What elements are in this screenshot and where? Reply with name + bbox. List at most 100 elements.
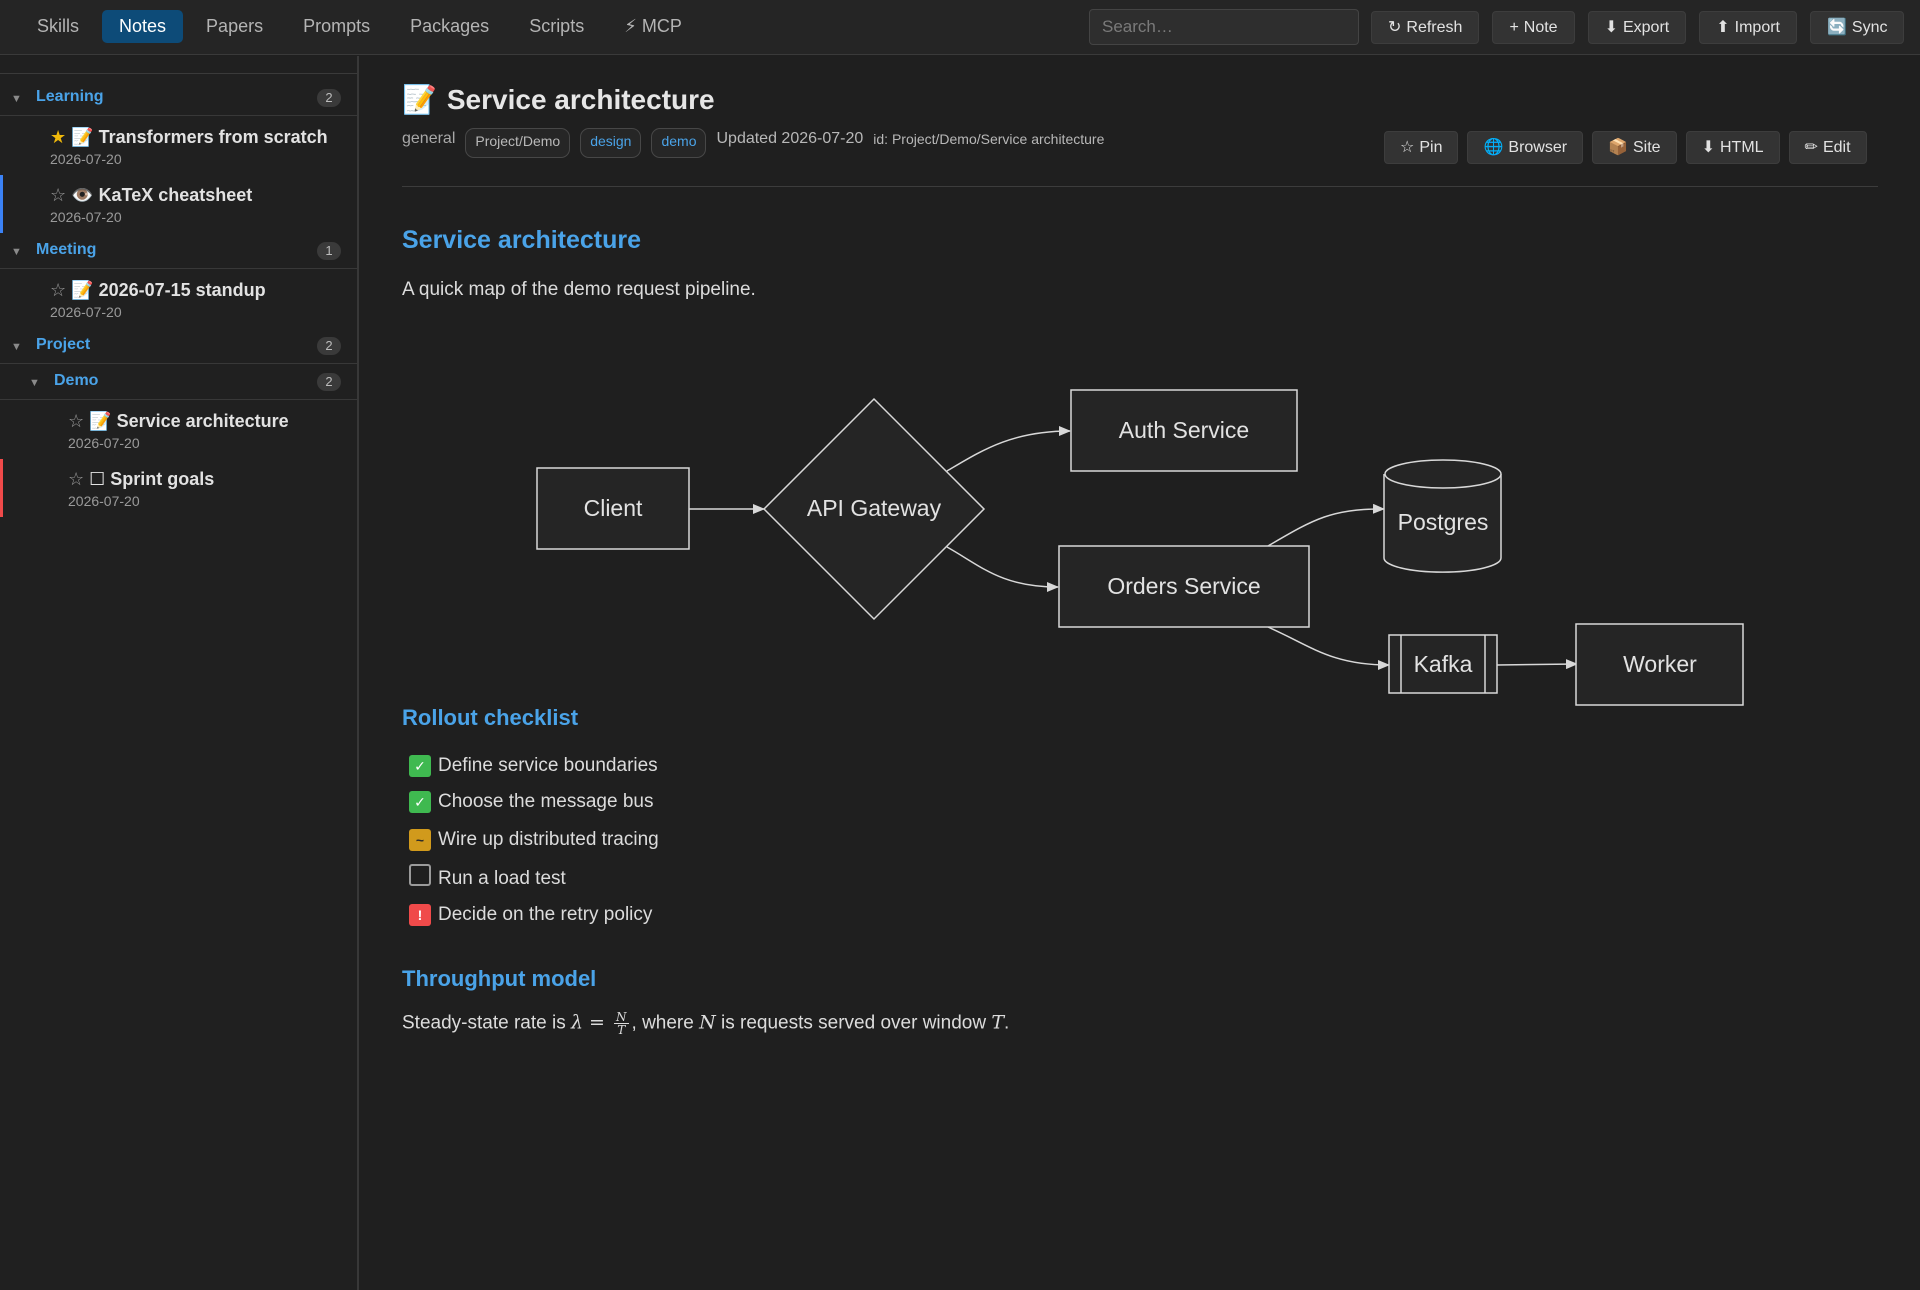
node-orders-label: Orders Service — [1107, 573, 1260, 599]
title-divider — [402, 186, 1878, 187]
chevron-down-icon: ▼ — [11, 246, 22, 258]
checklist-item[interactable]: ! Decide on the retry policy — [409, 902, 652, 928]
html-button[interactable]: ⬇HTML — [1685, 131, 1780, 164]
checked-icon[interactable]: ✓ — [409, 791, 431, 813]
note-title: Service architecture — [116, 411, 289, 431]
note-date: 2026-07-20 — [68, 493, 140, 509]
star-icon[interactable]: ☆ — [68, 469, 85, 489]
new-note-button[interactable]: +Note — [1492, 11, 1575, 44]
pencil-icon: ✏ — [1804, 139, 1818, 156]
plus-icon: + — [1509, 19, 1519, 36]
edge-kafka-worker — [1496, 659, 1578, 670]
import-button[interactable]: ⬆Import — [1699, 11, 1797, 44]
star-icon[interactable]: ☆ — [50, 280, 67, 300]
group-demo[interactable]: ▼ Demo 2 — [0, 364, 357, 400]
group-meeting[interactable]: ▼ Meeting 1 — [0, 233, 357, 269]
checklist-item-text: Choose the message bus — [438, 791, 654, 812]
note-item-service-architecture[interactable]: ☆ 📝 Service architecture 2026-07-20 — [0, 401, 357, 459]
refresh-label: Refresh — [1406, 19, 1463, 36]
search-input[interactable] — [1089, 9, 1359, 45]
checklist-item[interactable]: ✓ Define service boundaries — [409, 753, 658, 779]
refresh-button[interactable]: ↻Refresh — [1371, 11, 1480, 44]
blocked-icon[interactable]: ! — [409, 904, 431, 926]
tab-notes[interactable]: Notes — [102, 10, 184, 43]
note-view: 📝 Service architecture general Project/D… — [361, 56, 1920, 1290]
edit-button[interactable]: ✏Edit — [1788, 131, 1867, 164]
node-kafka: Kafka — [1388, 634, 1498, 694]
unchecked-icon[interactable] — [409, 864, 431, 886]
chevron-down-icon: ▼ — [11, 341, 22, 353]
architecture-diagram: Client API Gateway Auth Service Orders S… — [536, 389, 1744, 706]
chevron-down-icon: ▼ — [11, 93, 22, 105]
export-button[interactable]: ⬇Export — [1587, 11, 1687, 44]
group-count-badge: 2 — [317, 89, 341, 107]
note-item-transformers[interactable]: ★ 📝 Transformers from scratch 2026-07-20 — [0, 117, 357, 175]
tab-papers[interactable]: Papers — [206, 16, 264, 36]
note-item-katex[interactable]: ☆ 👁️ KaTeX cheatsheet 2026-07-20 — [0, 175, 357, 233]
throughput-text: , where — [631, 1012, 700, 1034]
tab-skills[interactable]: Skills — [37, 16, 80, 36]
tab-scripts[interactable]: Scripts — [529, 16, 585, 36]
checklist-item[interactable]: ~ Wire up distributed tracing — [409, 827, 659, 853]
download-icon: ⬇ — [1701, 139, 1715, 156]
checklist-item-text: Run a load test — [438, 868, 566, 889]
sync-icon: 🔄 — [1826, 19, 1847, 36]
edit-label: Edit — [1822, 139, 1851, 156]
pin-button[interactable]: ☆Pin — [1384, 131, 1459, 164]
group-project[interactable]: ▼ Project 2 — [0, 328, 357, 364]
fraction-numerator: N — [614, 1010, 629, 1024]
note-title: Transformers from scratch — [98, 127, 328, 147]
tab-mcp[interactable]: ⚡ MCP — [624, 16, 682, 36]
group-label: Project — [36, 336, 91, 353]
sync-button[interactable]: 🔄Sync — [1809, 11, 1905, 44]
node-client-label: Client — [584, 495, 643, 521]
site-button[interactable]: 📦Site — [1592, 131, 1677, 164]
top-actions: ↻Refresh +Note ⬇Export ⬆Import 🔄Sync — [1371, 11, 1905, 44]
node-auth-service: Auth Service — [1070, 389, 1298, 472]
note-date: 2026-07-20 — [68, 435, 140, 451]
equals-sign: = — [583, 1011, 612, 1034]
import-label: Import — [1734, 19, 1780, 36]
path-chip[interactable]: Project/Demo — [465, 128, 571, 158]
top-bar: Skills Notes Papers Prompts Packages Scr… — [0, 0, 1920, 55]
updated-date: Updated 2026-07-20 — [716, 130, 864, 147]
main-tabs: Skills Notes Papers Prompts Packages Scr… — [20, 10, 699, 43]
html-label: HTML — [1719, 139, 1764, 156]
group-learning[interactable]: ▼ Learning 2 — [0, 80, 357, 116]
star-icon[interactable]: ☆ — [50, 185, 67, 205]
refresh-icon: ↻ — [1388, 19, 1402, 36]
site-label: Site — [1633, 139, 1661, 156]
star-icon[interactable]: ☆ — [68, 411, 85, 431]
star-icon[interactable]: ★ — [50, 127, 67, 147]
checklist-item[interactable]: ✓ Choose the message bus — [409, 789, 653, 815]
tag-chip-design[interactable]: design — [580, 128, 642, 158]
export-label: Export — [1622, 19, 1670, 36]
note-id: id: Project/Demo/Service architecture — [873, 131, 1105, 147]
tag-chip-demo[interactable]: demo — [651, 128, 707, 158]
note-date: 2026-07-20 — [50, 209, 122, 225]
variable-n: N — [699, 1011, 716, 1034]
new-note-label: Note — [1523, 19, 1558, 36]
globe-icon: 🌐 — [1483, 139, 1504, 156]
note-meta: general Project/Demo design demo Updated… — [402, 128, 1104, 158]
checklist-item[interactable]: Run a load test — [409, 864, 566, 892]
note-accent-bar — [0, 459, 3, 517]
sync-label: Sync — [1851, 19, 1888, 36]
node-kafka-label: Kafka — [1414, 651, 1473, 677]
browser-button[interactable]: 🌐Browser — [1467, 131, 1584, 164]
throughput-text: . — [1004, 1012, 1010, 1034]
note-item-sprint-goals[interactable]: ☆ ☐ Sprint goals 2026-07-20 — [0, 459, 357, 517]
group-label: Demo — [54, 372, 99, 389]
node-client: Client — [536, 467, 690, 550]
tab-prompts[interactable]: Prompts — [303, 16, 371, 36]
tab-packages[interactable]: Packages — [410, 16, 490, 36]
note-date: 2026-07-20 — [50, 151, 122, 167]
browser-label: Browser — [1508, 139, 1568, 156]
note-item-standup[interactable]: ☆ 📝 2026-07-15 standup 2026-07-20 — [0, 270, 357, 328]
checked-icon[interactable]: ✓ — [409, 755, 431, 777]
section-heading: Service architecture — [402, 226, 642, 254]
note-date: 2026-07-20 — [50, 304, 122, 320]
in-progress-icon[interactable]: ~ — [409, 829, 431, 851]
page-title-row: 📝 Service architecture — [402, 83, 715, 116]
